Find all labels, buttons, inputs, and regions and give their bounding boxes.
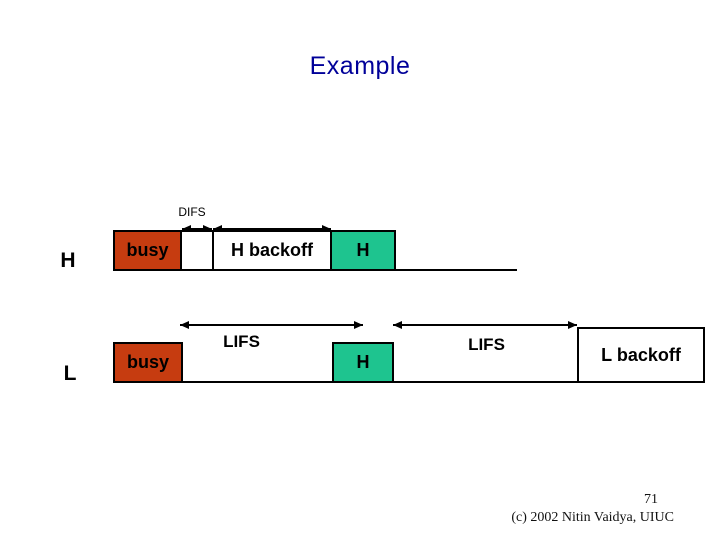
page-title: Example — [309, 52, 411, 80]
l-station-label: L — [63, 362, 77, 385]
l-transmit-label: H — [356, 352, 370, 372]
h-busy-label: busy — [126, 240, 169, 260]
l-busy-box: busy — [113, 342, 183, 383]
h-transmit-label: H — [356, 240, 370, 260]
h-station-label: H — [60, 249, 76, 272]
h-backoff-interval-arrow — [213, 225, 331, 233]
l-busy-label: busy — [126, 352, 169, 372]
lifs-label-1: LIFS — [223, 332, 260, 351]
lifs-label-2: LIFS — [468, 335, 505, 354]
page-number: 71 — [644, 492, 658, 507]
l-backoff-label: L backoff — [601, 344, 681, 365]
difs-interval-arrow — [182, 225, 212, 233]
h-channel-line — [394, 269, 517, 271]
l-backoff-box: L backoff — [577, 327, 705, 383]
h-backoff-label: H backoff — [230, 240, 313, 260]
difs-label: DIFS — [178, 205, 206, 219]
l-transmit-box: H — [332, 342, 394, 383]
h-transmit-box: H — [330, 230, 396, 271]
lifs-interval-arrow-2 — [393, 321, 577, 329]
lifs-interval-arrow-1 — [180, 321, 363, 329]
h-busy-box: busy — [113, 230, 182, 271]
h-backoff-box: H backoff — [212, 230, 332, 271]
h-difs-gap-box — [180, 230, 214, 271]
credit-line: (c) 2002 Nitin Vaidya, UIUC — [511, 510, 674, 525]
